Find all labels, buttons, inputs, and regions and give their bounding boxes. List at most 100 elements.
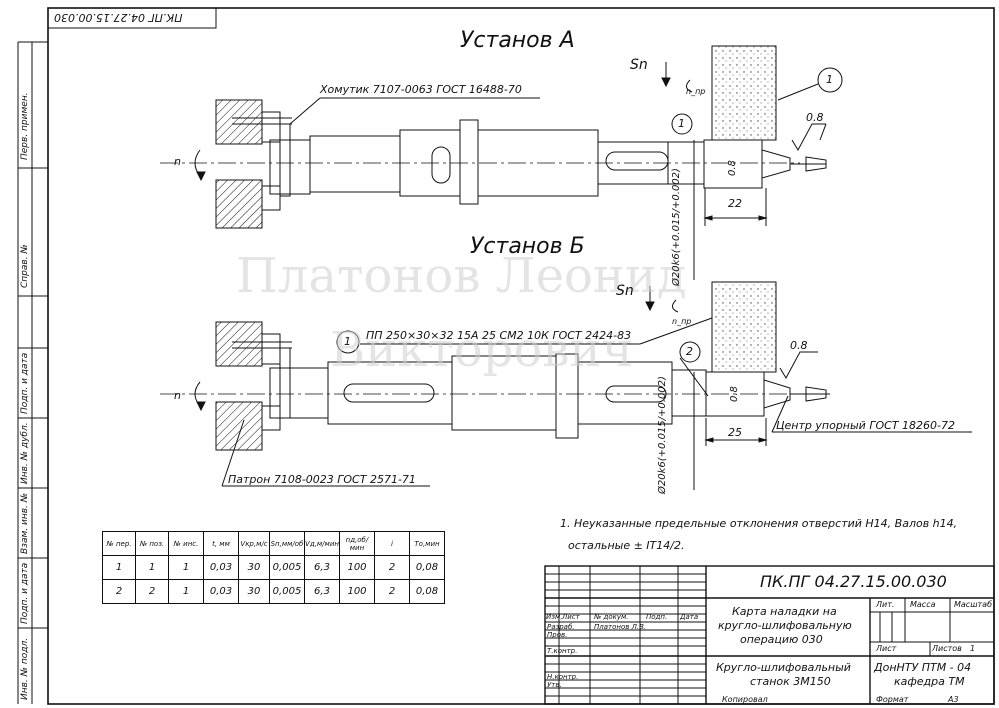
table-cell: 0,03 (203, 579, 239, 604)
setup-a-length: 22 (728, 197, 742, 210)
tb-name-2: кругло-шлифовальную (718, 619, 852, 632)
tb-podp: Подп. (646, 613, 668, 621)
watermark-line2: Викторович (330, 322, 634, 378)
setup-a-pos-1b: 1 (678, 117, 685, 130)
strip-label-3: Подп. и дата (20, 352, 30, 414)
ops-header-cell: Tо,мин (409, 531, 445, 556)
tb-machine-1: Кругло-шлифовальный (716, 661, 851, 674)
table-cell: 2 (374, 579, 410, 604)
strip-label-6: Подп. и дата (20, 562, 30, 624)
tb-org-1: ДонНТУ ПТМ - 04 (874, 661, 972, 674)
tb-prov: Пров. (547, 631, 568, 639)
tech-note-2: остальные ± IT14/2. (568, 539, 685, 552)
tb-format: Формат (876, 695, 909, 704)
ops-header-cell: nд,об/мин (339, 531, 375, 556)
center-note: Центр упорный ГОСТ 18260-72 (776, 419, 955, 432)
table-cell: 30 (238, 579, 270, 604)
setup-a-spindle: n (174, 155, 181, 168)
ops-header-row: № пер. № поз. № инс. t, мм Vкр,м/с Sп,мм… (102, 531, 445, 556)
setup-b-length: 25 (728, 426, 742, 439)
table-cell: 1 (102, 555, 136, 580)
setup-b-spindle: n (174, 389, 181, 402)
tb-nkontr: Н.контр. (547, 673, 579, 681)
wheel-note: ПП 250×30×32 15А 25 СМ2 10К ГОСТ 2424-83 (366, 329, 632, 342)
table-cell: 1 (168, 579, 204, 604)
tech-note-1: 1. Неуказанные предельные отклонения отв… (560, 517, 958, 530)
strip-label-2: Справ. № (20, 244, 30, 288)
operations-table: № пер. № поз. № инс. t, мм Vкр,м/с Sп,мм… (102, 531, 445, 604)
tb-list: Лист (562, 613, 580, 621)
setup-b-pos-1: 1 (344, 335, 351, 348)
strip-label-4: Инв. № дубл. (20, 422, 30, 484)
table-cell: 1 (168, 555, 204, 580)
tb-tkontr: Т.контр. (547, 647, 578, 655)
tb-sheet: Лист (876, 644, 897, 653)
table-cell: 30 (238, 555, 270, 580)
tb-scale: Масштаб (954, 600, 993, 609)
table-cell: 2 (374, 555, 410, 580)
tb-format-val: А3 (948, 695, 959, 704)
ops-header-cell: Vкр,м/с (238, 531, 270, 556)
setup-b-roughness: 0.8 (790, 339, 808, 352)
table-cell: 0,08 (409, 555, 445, 580)
table-cell: 0,005 (269, 579, 305, 604)
table-cell: 0,03 (203, 555, 239, 580)
setup-a-diameter: Ø20k6(+0.015/+0.002) (671, 168, 682, 286)
table-cell: 2 (102, 579, 136, 604)
table-cell: 1 (135, 555, 169, 580)
setup-b-roughness-2: 0.8 (729, 386, 740, 402)
tb-sheets: Листов (932, 644, 962, 653)
ops-header-cell: i (374, 531, 410, 556)
tb-org-2: кафедра ТМ (894, 675, 965, 688)
setup-a-roughness: 0.8 (806, 111, 824, 124)
tb-doc-code: ПК.ПГ 04.27.15.00.030 (760, 572, 947, 591)
tb-name-3: операцию 030 (740, 633, 823, 646)
tb-ndoc: № докум. (594, 613, 629, 621)
ops-header-cell: № инс. (168, 531, 204, 556)
table-cell: 100 (339, 579, 375, 604)
strip-label-5: Взам. инв. № (20, 492, 30, 554)
tb-mass: Масса (910, 600, 936, 609)
setup-b-pos-2: 2 (686, 345, 693, 358)
top-stamp: ПК.ПГ 04.27.15.00.030 (54, 11, 183, 24)
strip-label-1: Перв. примен. (20, 92, 30, 160)
tb-copied: Копировал (722, 695, 768, 704)
setup-a-feed: Sn (630, 57, 648, 73)
tb-lit: Лит. (876, 600, 895, 609)
tb-utv: Утв. (547, 681, 562, 689)
table-cell: 100 (339, 555, 375, 580)
ops-header-cell: Sп,мм/об (269, 531, 305, 556)
ops-header-cell: t, мм (203, 531, 239, 556)
setup-a-depth: n_пр (686, 87, 706, 96)
tb-machine-2: станок 3М150 (750, 675, 831, 688)
setup-b-depth: n_пр (672, 317, 692, 326)
setup-b-feed: Sn (616, 283, 634, 299)
chuck-note: Патрон 7108-0023 ГОСТ 2571-71 (228, 473, 416, 486)
tb-sheets-val: 1 (970, 644, 976, 653)
table-cell: 6,3 (304, 555, 340, 580)
table-cell: 0,08 (409, 579, 445, 604)
table-row: 1 1 1 0,03 30 0,005 6,3 100 2 0,08 (102, 555, 445, 580)
setup-b-title: Установ Б (470, 234, 585, 259)
setup-a-title: Установ А (460, 28, 575, 53)
table-cell: 6,3 (304, 579, 340, 604)
tb-izm: Изм. (546, 613, 563, 621)
tb-data: Дата (680, 613, 699, 621)
strip-label-7: Инв. № подл. (20, 637, 30, 700)
watermark-line1: Платонов Леонид (236, 248, 687, 304)
table-row: 2 2 1 0,03 30 0,005 6,3 100 2 0,08 (102, 579, 445, 604)
table-cell: 0,005 (269, 555, 305, 580)
ops-header-cell: № поз. (135, 531, 169, 556)
ops-header-cell: № пер. (102, 531, 136, 556)
setup-a-pos-1: 1 (826, 73, 833, 86)
tb-name-1: Карта наладки на (732, 605, 837, 618)
tb-razrab: Разраб. (547, 623, 575, 631)
setup-a-roughness-2: 0.8 (727, 160, 738, 176)
table-cell: 2 (135, 579, 169, 604)
ops-header-cell: Vд,м/мин (304, 531, 340, 556)
clamp-note: Хомутик 7107-0063 ГОСТ 16488-70 (320, 83, 522, 96)
tb-razrab-name: Платонов Л.В. (594, 623, 647, 631)
setup-b-diameter: Ø20k6(+0.015/+0.002) (657, 376, 668, 494)
